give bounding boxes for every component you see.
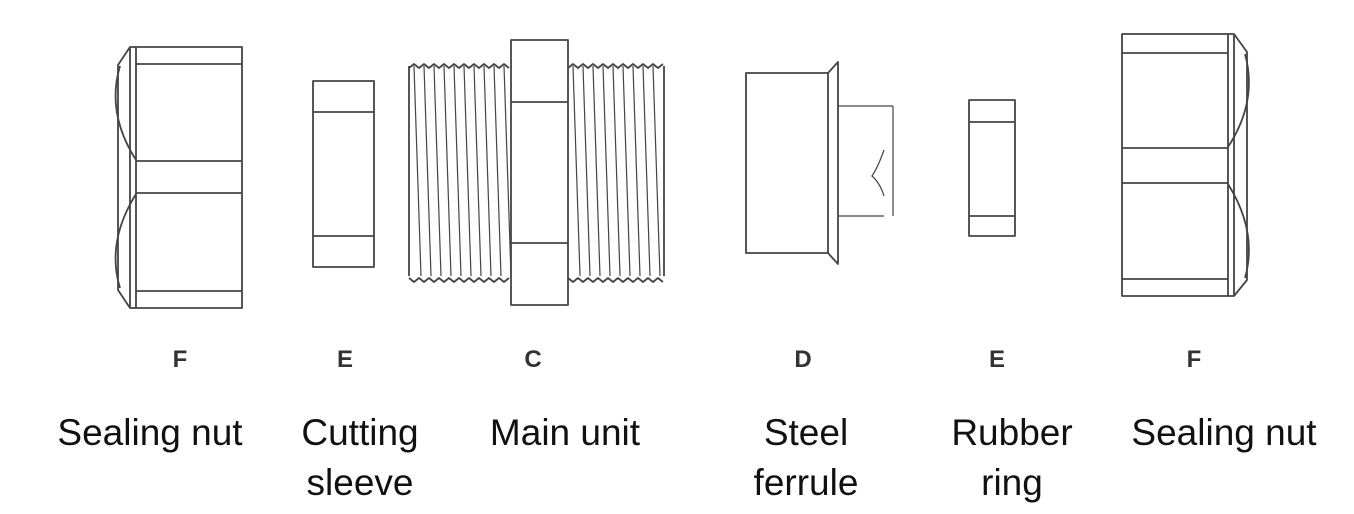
- caption-line: Steel: [763, 412, 849, 453]
- caption-line: Rubber: [951, 412, 1073, 453]
- part-letter-cutting-sleeve: E: [336, 346, 353, 373]
- thread-line: [423, 65, 432, 277]
- caption-steel-ferrule: Steel ferrule: [706, 408, 906, 508]
- thread-line: [453, 65, 462, 277]
- caption-line: Cutting: [301, 412, 419, 453]
- thread-line: [632, 65, 641, 277]
- caption-cutting-sleeve: Cutting sleeve: [260, 408, 460, 508]
- thread-line: [493, 65, 502, 277]
- thread-line: [443, 65, 452, 277]
- thread-line: [463, 65, 472, 277]
- thread-line: [652, 65, 661, 277]
- thread-line: [642, 65, 651, 277]
- caption-line: ring: [981, 462, 1043, 503]
- caption-line: Sealing nut: [57, 412, 243, 453]
- thread-line: [572, 65, 581, 277]
- thread-line: [592, 65, 601, 277]
- steel-ferrule-drawing: [745, 61, 894, 265]
- part-letter-steel-ferrule: D: [794, 346, 812, 373]
- caption-rubber-ring: Rubber ring: [912, 408, 1112, 508]
- cutting-sleeve-drawing: [312, 80, 375, 268]
- part-letter-rubber-ring: E: [988, 346, 1005, 373]
- thread-line: [473, 65, 482, 277]
- caption-line: ferrule: [753, 462, 859, 503]
- thread-line: [483, 65, 492, 277]
- thread-line: [612, 65, 621, 277]
- thread-line: [582, 65, 591, 277]
- sealing-nut-right-drawing: [1121, 33, 1250, 297]
- thread-line: [622, 65, 631, 277]
- part-letter-main-unit: C: [524, 346, 542, 373]
- rubber-ring-drawing: [968, 99, 1016, 237]
- main-unit-drawing: [408, 39, 665, 306]
- thread-line: [602, 65, 611, 277]
- thread-line: [413, 65, 422, 277]
- caption-sealing-nut-left: Sealing nut: [50, 408, 250, 458]
- caption-line: sleeve: [306, 462, 414, 503]
- part-letter-sealing-nut-left: F: [172, 346, 188, 373]
- caption-line: Main unit: [489, 412, 641, 453]
- thread-line: [433, 65, 442, 277]
- thread-line: [503, 65, 512, 277]
- caption-main-unit: Main unit: [465, 408, 665, 458]
- caption-line: Sealing nut: [1131, 412, 1317, 453]
- part-letter-sealing-nut-right: F: [1186, 346, 1202, 373]
- sealing-nut-left-drawing: [114, 46, 243, 309]
- caption-sealing-nut-right: Sealing nut: [1124, 408, 1324, 458]
